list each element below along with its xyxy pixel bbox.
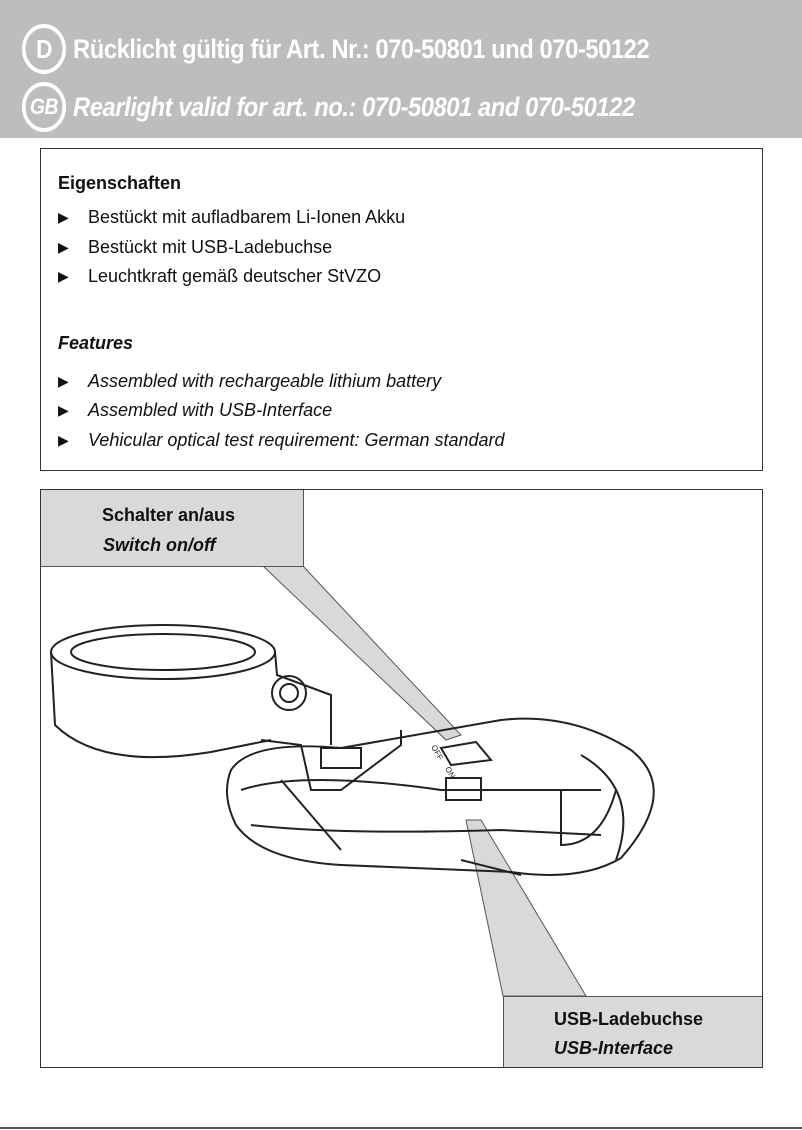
switch-label-de: Schalter an/aus <box>102 505 236 525</box>
language-badge-de: D <box>22 24 66 74</box>
header-title-gb: Rearlight valid for art. no.: 070-50801 … <box>73 91 635 122</box>
list-item: ▶Leuchtkraft gemäß deutscher StVZO <box>58 266 382 286</box>
usb-callout: USB-Ladebuchse USB-Interface <box>503 996 762 1067</box>
header-title-de: Rücklicht gültig für Art. Nr.: 070-50801… <box>73 33 650 64</box>
features-box: Eigenschaften ▶Bestückt mit aufladbarem … <box>40 148 763 471</box>
header-de: D Rücklicht gültig für Art. Nr.: 070-508… <box>22 24 650 74</box>
header-gb: GB Rearlight valid for art. no.: 070-508… <box>22 82 635 132</box>
language-badge-gb: GB <box>22 82 66 132</box>
bullet-icon: ▶ <box>58 402 69 418</box>
bullet-icon: ▶ <box>58 432 69 448</box>
bullet-icon: ▶ <box>58 239 69 255</box>
list-item: ▶Vehicular optical test requirement: Ger… <box>58 430 505 450</box>
bullet-icon: ▶ <box>58 209 69 225</box>
usb-label-en: USB-Interface <box>554 1038 674 1058</box>
usb-label-de: USB-Ladebuchse <box>554 1009 704 1029</box>
bullet-icon: ▶ <box>58 373 69 389</box>
features-de-title: Eigenschaften <box>58 173 182 193</box>
list-item: ▶Bestückt mit USB-Ladebuchse <box>58 237 333 257</box>
page-header: D Rücklicht gültig für Art. Nr.: 070-508… <box>0 0 802 138</box>
rearlight-illustration <box>50 565 655 997</box>
list-item: ▶Assembled with USB-Interface <box>58 400 333 420</box>
switch-label-en: Switch on/off <box>103 535 216 555</box>
features-en-title: Features <box>58 333 134 353</box>
list-item: ▶Bestückt mit aufladbarem Li-Ionen Akku <box>58 207 406 227</box>
diagram-box: OFF ON Schalter an/aus Switch on/off USB… <box>40 489 763 1068</box>
list-item: ▶Assembled with rechargeable lithium bat… <box>58 371 442 391</box>
switch-callout: Schalter an/aus Switch on/off <box>41 490 304 567</box>
footer-rule <box>0 1127 802 1129</box>
bullet-icon: ▶ <box>58 268 69 284</box>
